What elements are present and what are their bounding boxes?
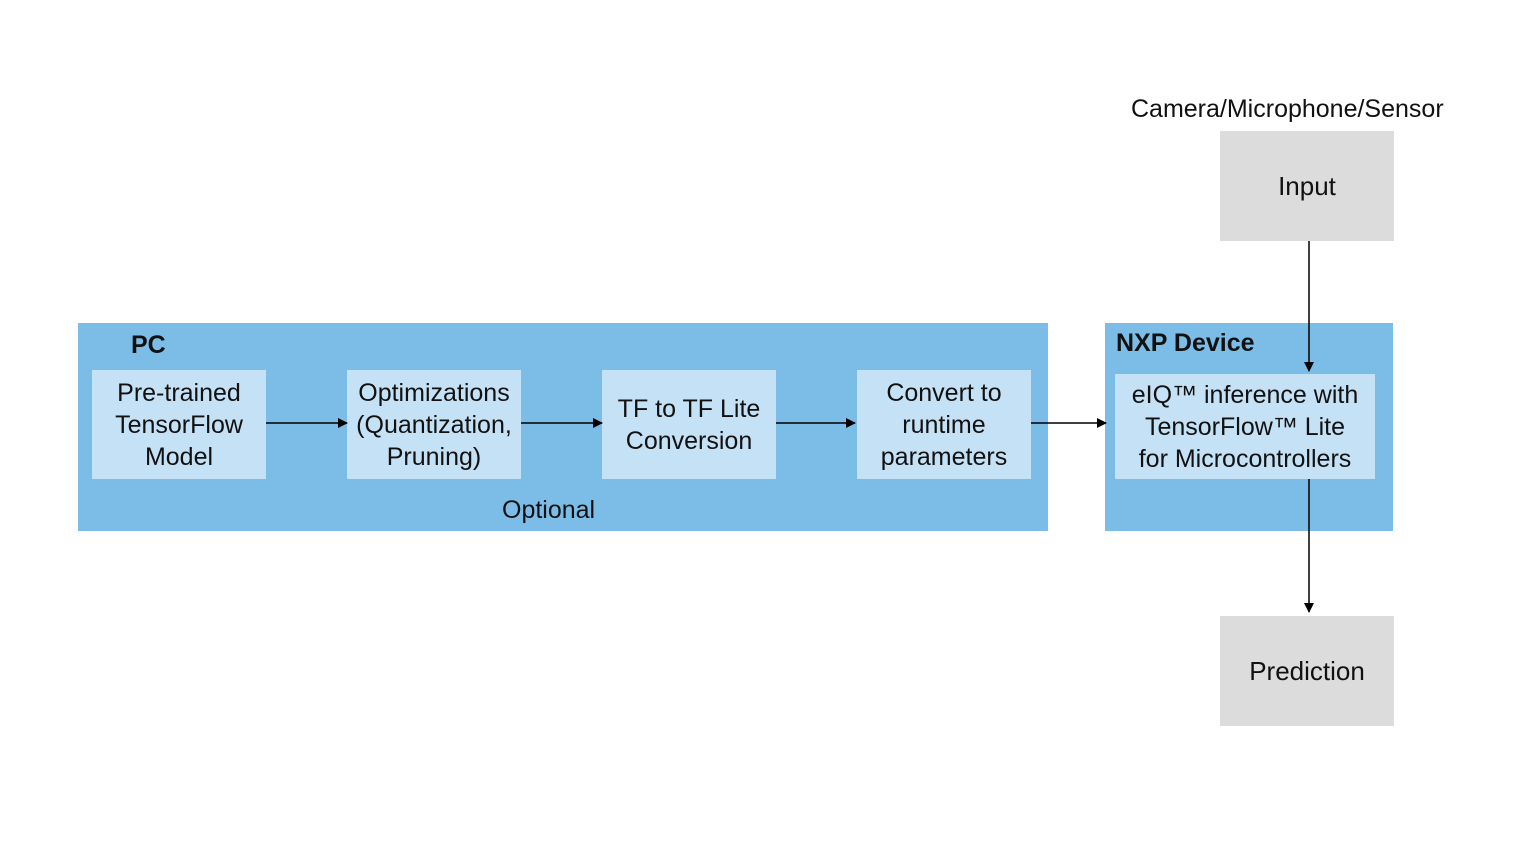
optional-label: Optional	[502, 496, 596, 524]
pretrained-model-label: Pre-trained TensorFlow Model	[115, 378, 243, 471]
eiq-inference-label: eIQ™ inference with TensorFlow™ Lite for…	[1131, 380, 1359, 473]
tf-lite-conversion-label: TF to TF Lite Conversion	[617, 394, 761, 455]
optimizations-label: Optimizations (Quantization, Pruning)	[356, 378, 512, 471]
optimizations-box: Optimizations (Quantization, Pruning)	[347, 370, 521, 479]
input-label: Input	[1278, 170, 1336, 201]
input-source-label: Camera/Microphone/Sensor	[1131, 95, 1444, 123]
tf-lite-conversion-box: TF to TF Lite Conversion	[602, 370, 776, 479]
input-box: Input	[1220, 131, 1394, 241]
prediction-box: Prediction	[1220, 616, 1394, 726]
prediction-label: Prediction	[1249, 655, 1365, 686]
eiq-inference-box: eIQ™ inference with TensorFlow™ Lite for…	[1115, 374, 1375, 479]
nxp-device-title: NXP Device	[1116, 329, 1255, 357]
runtime-parameters-box: Convert to runtime parameters	[857, 370, 1031, 479]
pretrained-model-box: Pre-trained TensorFlow Model	[92, 370, 266, 479]
pc-title: PC	[131, 331, 166, 359]
runtime-parameters-label: Convert to runtime parameters	[880, 378, 1008, 471]
